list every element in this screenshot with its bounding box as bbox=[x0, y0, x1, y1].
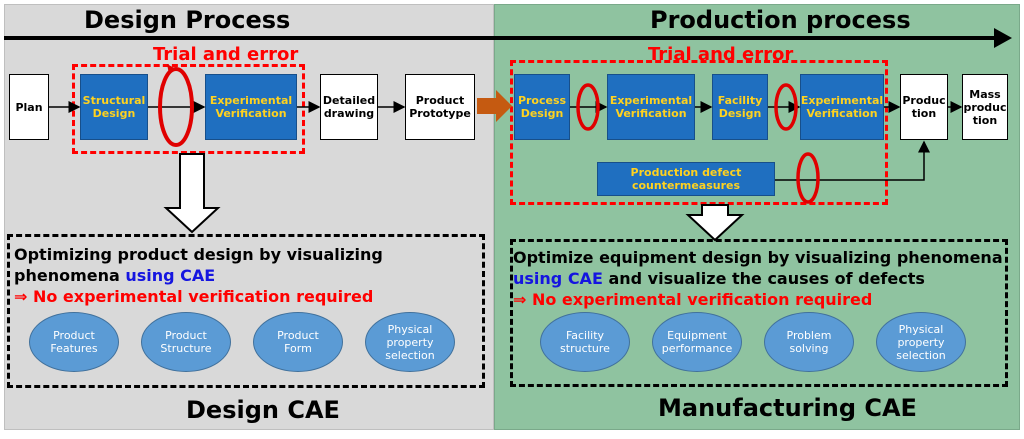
design-oval-form-label: Product Form bbox=[277, 329, 319, 355]
production-oval-property: Physical property selection bbox=[876, 312, 966, 372]
detailed-drawing-label: Detailed drawing bbox=[322, 94, 376, 120]
production-label: Produc tion bbox=[902, 94, 946, 120]
production-process-title: Production process bbox=[650, 6, 911, 34]
production-cae-line1: Optimize equipment design by visualizing… bbox=[513, 248, 1003, 267]
experimental-verification-label: Experimental Verification bbox=[209, 94, 293, 120]
production-oval-property-label: Physical property selection bbox=[896, 322, 946, 362]
design-cae-box bbox=[7, 234, 485, 388]
production-down-arrow bbox=[685, 204, 745, 242]
production-trial-label: Trial and error bbox=[648, 44, 794, 65]
detailed-drawing-box: Detailed drawing bbox=[320, 74, 378, 140]
production-experimental-box: Experimental Verification bbox=[607, 74, 695, 140]
production-cae-using: using CAE bbox=[513, 269, 603, 288]
production-trial-area bbox=[510, 60, 888, 205]
production-experimental2-box: Experimental Verification bbox=[800, 74, 884, 140]
process-design-box: Process Design bbox=[514, 74, 570, 140]
design-cae-line3: ⇒ No experimental verification required bbox=[14, 287, 374, 306]
timeline-arrowhead bbox=[994, 28, 1012, 48]
structural-design-box: Structural Design bbox=[80, 74, 148, 140]
design-oval-form: Product Form bbox=[253, 312, 343, 372]
defect-countermeasures-box: Production defect countermeasures bbox=[597, 162, 775, 196]
manufacturing-cae-title: Manufacturing CAE bbox=[658, 394, 917, 422]
design-down-arrow bbox=[163, 153, 221, 234]
production-cae-line3: ⇒ No experimental verification required bbox=[513, 290, 873, 309]
design-process-title: Design Process bbox=[84, 6, 291, 34]
defect-countermeasures-label: Production defect countermeasures bbox=[630, 166, 742, 192]
design-oval-structure: Product Structure bbox=[141, 312, 231, 372]
design-trial-label: Trial and error bbox=[153, 44, 299, 65]
production-loop-2 bbox=[774, 83, 798, 131]
experimental-verification-box: Experimental Verification bbox=[205, 74, 297, 140]
design-oval-property-label: Physical property selection bbox=[385, 322, 435, 362]
production-cae-box bbox=[510, 239, 1008, 387]
production-oval-equipment-label: Equipment performance bbox=[661, 329, 733, 355]
facility-design-label: Facility Design bbox=[717, 94, 763, 120]
design-oval-features-label: Product Features bbox=[50, 329, 98, 355]
production-cae-line2: using CAE and visualize the causes of de… bbox=[513, 269, 925, 289]
production-experimental-label: Experimental Verification bbox=[609, 94, 693, 120]
production-experimental2-label: Experimental Verification bbox=[800, 94, 884, 120]
design-cae-using: using CAE bbox=[125, 266, 216, 285]
design-cae-line2: phenomena using CAE bbox=[14, 266, 215, 286]
production-oval-facility: Facility structure bbox=[540, 312, 630, 372]
production-loop-1 bbox=[576, 83, 600, 131]
design-oval-structure-label: Product Structure bbox=[160, 329, 212, 355]
production-oval-problem-label: Problem solving bbox=[786, 329, 832, 355]
production-box: Produc tion bbox=[900, 74, 948, 140]
structural-design-label: Structural Design bbox=[82, 94, 146, 120]
design-cae-line1: Optimizing product design by visualizing bbox=[14, 245, 383, 264]
product-prototype-box: Product Prototype bbox=[405, 74, 475, 140]
facility-design-box: Facility Design bbox=[712, 74, 768, 140]
process-design-label: Process Design bbox=[517, 94, 567, 120]
transfer-arrow bbox=[477, 90, 512, 122]
product-prototype-label: Product Prototype bbox=[409, 94, 471, 120]
design-oval-features: Product Features bbox=[29, 312, 119, 372]
design-cae-line2-a: phenomena bbox=[14, 266, 126, 285]
plan-box: Plan bbox=[9, 74, 49, 140]
design-oval-property: Physical property selection bbox=[365, 312, 455, 372]
plan-label: Plan bbox=[15, 100, 43, 114]
production-loop-3 bbox=[796, 152, 820, 204]
mass-production-label: Mass produc tion bbox=[963, 87, 1007, 127]
production-oval-equipment: Equipment performance bbox=[652, 312, 742, 372]
design-cae-title: Design CAE bbox=[186, 396, 340, 424]
production-oval-facility-label: Facility structure bbox=[560, 329, 610, 355]
production-cae-line2-b: and visualize the causes of defects bbox=[602, 269, 925, 288]
production-oval-problem: Problem solving bbox=[764, 312, 854, 372]
mass-production-box: Mass produc tion bbox=[962, 74, 1008, 140]
